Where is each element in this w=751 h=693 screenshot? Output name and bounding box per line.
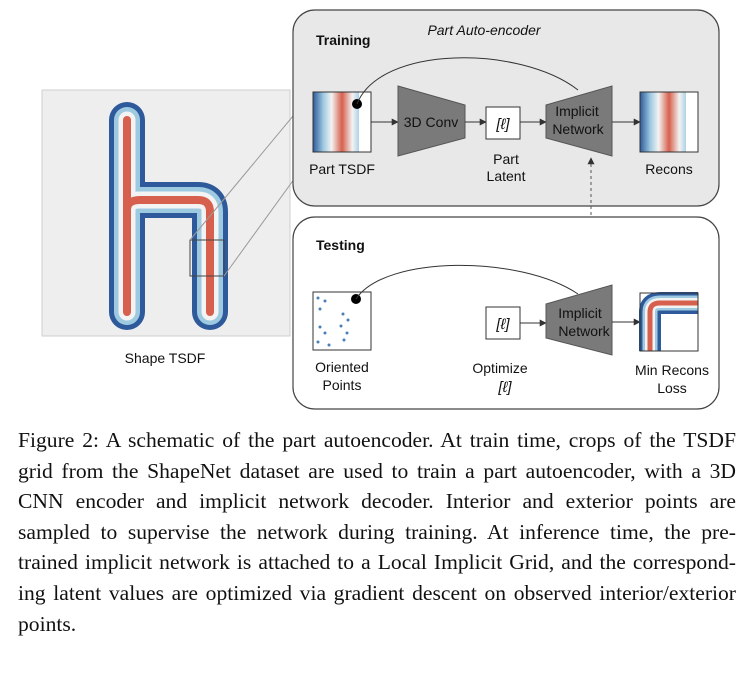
testing-skip-arrow	[355, 264, 579, 300]
min-recons-image	[639, 292, 699, 352]
training-decoder-label-line2: Network	[552, 121, 604, 137]
conv-encoder-block: 3D Conv	[397, 85, 466, 157]
part-autoencoder-title: Part Auto-encoder	[427, 22, 541, 38]
test-latent-box: [ℓ]	[485, 306, 521, 340]
part-tsdf-label: Part TSDF	[309, 161, 375, 177]
optimize-symbol: [ℓ]	[497, 379, 512, 396]
figure-caption: Figure 2: A schematic of the part autoen…	[18, 428, 736, 636]
part-latent-label-line1: Part	[493, 151, 519, 167]
training-decoder-label-line1: Implicit	[555, 103, 599, 119]
testing-decoder-label-line1: Implicit	[558, 305, 602, 321]
test-latent-symbol: [ℓ]	[495, 316, 510, 333]
crop-box	[189, 239, 225, 277]
testing-implicit-network-block: Implicit Network	[545, 284, 613, 356]
recons-image	[639, 91, 699, 153]
min-recons-label-line2: Loss	[657, 380, 687, 396]
part-latent-box: [ℓ]	[485, 106, 521, 140]
shape-tsdf-label: Shape TSDF	[125, 350, 206, 366]
testing-panel: Testing Oriented Points	[292, 216, 720, 410]
part-autoencoder-figure: Shape TSDF Training Part Auto-encoder Pa…	[41, 9, 720, 410]
training-skip-arrow	[356, 57, 579, 105]
oriented-points-label-line1: Oriented	[315, 359, 369, 375]
training-implicit-network-block: Implicit Network	[545, 85, 613, 157]
part-latent-symbol: [ℓ]	[495, 116, 510, 133]
min-recons-label-line1: Min Recons	[635, 362, 709, 378]
oriented-points-image	[312, 291, 372, 351]
part-latent-label-line2: Latent	[487, 168, 526, 184]
part-tsdf-image	[312, 91, 372, 153]
training-label: Training	[316, 32, 370, 48]
training-panel: Training Part Auto-encoder Part TSDF 3D …	[292, 9, 720, 207]
testing-label: Testing	[316, 237, 365, 253]
shape-tsdf-h-glyph	[109, 102, 228, 330]
recons-label: Recons	[645, 161, 692, 177]
shape-tsdf-panel: Shape TSDF	[41, 89, 291, 366]
conv-encoder-label: 3D Conv	[404, 114, 458, 130]
oriented-points-label-line2: Points	[323, 377, 362, 393]
optimize-label: Optimize	[472, 360, 527, 376]
testing-decoder-label-line2: Network	[558, 323, 610, 339]
